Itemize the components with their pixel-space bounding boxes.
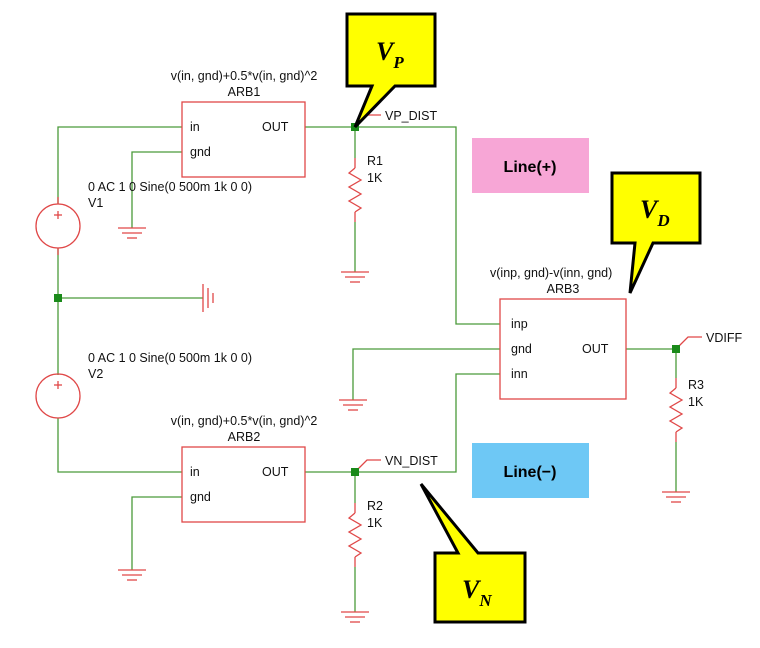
line-minus-tag: Line(−) bbox=[472, 443, 589, 498]
r3-value: 1K bbox=[688, 395, 704, 409]
ground-r2 bbox=[341, 611, 369, 623]
r2-value: 1K bbox=[367, 516, 383, 530]
wire-arb2-gnd[interactable] bbox=[131, 496, 182, 570]
arb1-name: ARB1 bbox=[228, 85, 261, 99]
ground-arb1 bbox=[118, 227, 146, 239]
wire-vp-to-arb3-inp[interactable] bbox=[355, 126, 500, 325]
r2-resistor[interactable] bbox=[347, 503, 363, 567]
arb1-pin-in: in bbox=[190, 120, 200, 134]
callout-vn-sub: N bbox=[478, 591, 492, 610]
arb2-name: ARB2 bbox=[228, 430, 261, 444]
ground-r1 bbox=[341, 271, 369, 283]
ground-arb2 bbox=[118, 569, 146, 581]
wires bbox=[57, 126, 677, 612]
callout-vd-letter: V bbox=[640, 195, 660, 224]
wire-arb3-gnd[interactable] bbox=[352, 348, 500, 400]
callout-vd: VD bbox=[610, 171, 702, 294]
junction-mid[interactable] bbox=[54, 294, 62, 302]
wire-v2-arb2-in[interactable] bbox=[57, 418, 182, 473]
v2-spec: 0 AC 1 0 Sine(0 500m 1k 0 0) bbox=[88, 351, 252, 365]
line-minus-label: Line(−) bbox=[504, 464, 557, 481]
wire-arb1-gnd[interactable] bbox=[131, 151, 182, 228]
callout-vn-letter: V bbox=[462, 575, 482, 604]
arb3-box[interactable] bbox=[499, 298, 627, 400]
vdiff-net-label: VDIFF bbox=[706, 331, 742, 345]
v1-source[interactable] bbox=[35, 197, 81, 255]
callout-vd-sub: D bbox=[656, 211, 669, 230]
arb2-pin-out: OUT bbox=[262, 465, 289, 479]
vp-net-label: VP_DIST bbox=[385, 109, 437, 123]
r1-name: R1 bbox=[367, 154, 383, 168]
arb3-name: ARB3 bbox=[547, 282, 580, 296]
line-plus-label: Line(+) bbox=[504, 159, 557, 176]
v1-name: V1 bbox=[88, 196, 103, 210]
arb3-pin-inp: inp bbox=[511, 317, 528, 331]
callout-vp: VP bbox=[345, 12, 437, 129]
vn-net-label: VN_DIST bbox=[385, 454, 438, 468]
arb2-pin-gnd: gnd bbox=[190, 490, 211, 504]
v1-spec: 0 AC 1 0 Sine(0 500m 1k 0 0) bbox=[88, 180, 252, 194]
svg-text:VP: VP bbox=[376, 37, 404, 72]
arb2-expression: v(in, gnd)+0.5*v(in, gnd)^2 bbox=[171, 414, 318, 428]
arb1-expression: v(in, gnd)+0.5*v(in, gnd)^2 bbox=[171, 69, 318, 83]
callout-vp-sub: P bbox=[392, 53, 404, 72]
junction-vn[interactable] bbox=[351, 468, 359, 476]
r1-resistor[interactable] bbox=[347, 158, 363, 222]
r1-value: 1K bbox=[367, 171, 383, 185]
svg-text:VD: VD bbox=[640, 195, 670, 230]
arb2-pin-in: in bbox=[190, 465, 200, 479]
v2-name: V2 bbox=[88, 367, 103, 381]
r3-name: R3 bbox=[688, 378, 704, 392]
r2-name: R2 bbox=[367, 499, 383, 513]
ground-arb3 bbox=[339, 399, 367, 411]
arb3-pin-out: OUT bbox=[582, 342, 609, 356]
junction-vdiff[interactable] bbox=[672, 345, 680, 353]
r3-resistor[interactable] bbox=[668, 378, 684, 442]
wire-v1-arb1-in[interactable] bbox=[57, 126, 182, 204]
arb1-box[interactable] bbox=[181, 101, 306, 178]
v2-source[interactable] bbox=[35, 373, 81, 419]
wire-vn-to-arb3-inn[interactable] bbox=[355, 373, 500, 473]
svg-text:VN: VN bbox=[462, 575, 492, 610]
arb1-pin-gnd: gnd bbox=[190, 145, 211, 159]
arb2-box[interactable] bbox=[181, 446, 306, 523]
arb3-pin-gnd: gnd bbox=[511, 342, 532, 356]
ground-r3 bbox=[662, 491, 690, 503]
arb3-expression: v(inp, gnd)-v(inn, gnd) bbox=[490, 266, 612, 280]
ground-midpoint bbox=[202, 284, 214, 312]
arb3-pin-inn: inn bbox=[511, 367, 528, 381]
line-plus-tag: Line(+) bbox=[472, 138, 589, 193]
callout-vp-letter: V bbox=[376, 37, 396, 66]
callout-vn: VN bbox=[419, 483, 527, 624]
arb1-pin-out: OUT bbox=[262, 120, 289, 134]
